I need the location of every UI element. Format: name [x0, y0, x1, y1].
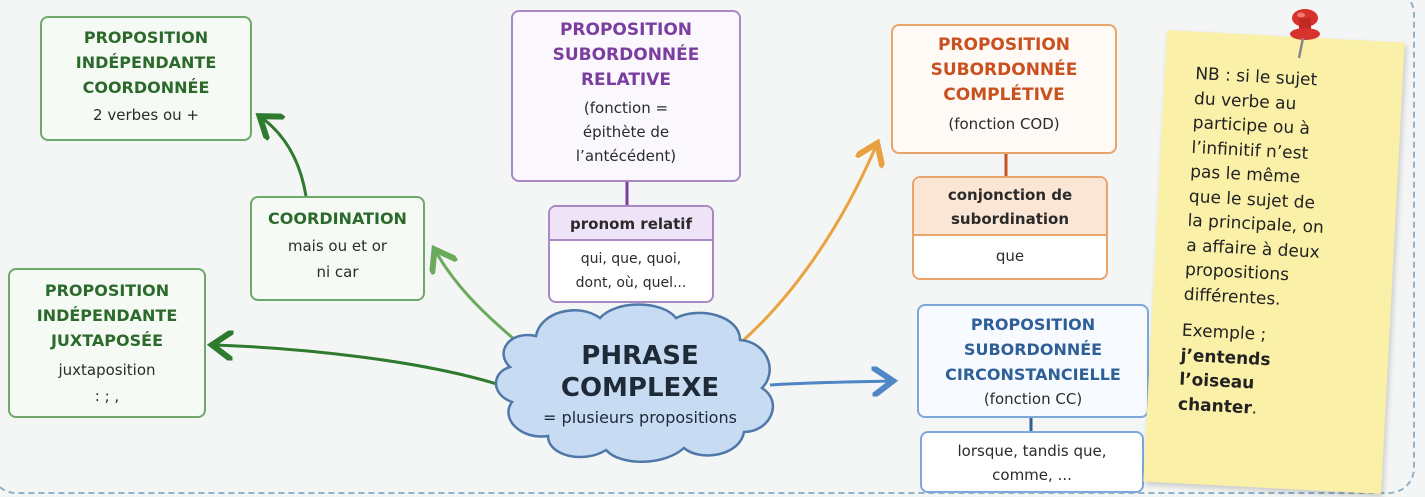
arrow-to-circonstancielle	[769, 381, 890, 385]
coordination-box: COORDINATION mais ou et or ni car	[250, 196, 425, 301]
circonstancielle-link-values: lorsque, tandis que, comme, ...	[957, 442, 1107, 484]
relative-link-label: pronom relatif	[550, 207, 712, 241]
coordonnee-title: PROPOSITION INDÉPENDANTE COORDONNÉE	[75, 28, 217, 97]
relative-link-values: qui, que, quoi, dont, où, quel...	[575, 251, 687, 291]
juxtaposee-box: PROPOSITION INDÉPENDANTE JUXTAPOSÉE juxt…	[8, 268, 206, 418]
coordonnee-detail: 2 verbes ou +	[93, 106, 199, 124]
center-title-line2: COMPLEXE	[560, 373, 720, 403]
circonstancielle-detail: (fonction CC)	[983, 390, 1083, 408]
circonstancielle-title: PROPOSITION SUBORDONNÉE CIRCONSTANCIELLE	[945, 315, 1121, 384]
circonstancielle-box: PROPOSITION SUBORDONNÉE CIRCONSTANCIELLE…	[917, 304, 1149, 418]
coordination-title: COORDINATION	[268, 209, 407, 228]
arrow-to-coordonnee	[262, 118, 308, 197]
center-node: PHRASE COMPLEXE = plusieurs propositions	[520, 340, 760, 432]
push-pin-icon	[1290, 9, 1320, 59]
note-example: j’entends l’oiseau chanter.	[1177, 343, 1371, 426]
note-text: NB : si le sujet du verbe au participe o…	[1177, 62, 1385, 426]
relative-link-box: pronom relatif qui, que, quoi, dont, où,…	[548, 205, 714, 303]
juxtaposee-detail: juxtaposition : ; ,	[58, 361, 156, 405]
completive-link-values: que	[995, 247, 1025, 265]
relative-box: PROPOSITION SUBORDONNÉE RELATIVE (foncti…	[511, 10, 741, 182]
circonstancielle-link-box: lorsque, tandis que, comme, ...	[920, 431, 1144, 493]
center-title-line1: PHRASE	[581, 341, 699, 371]
completive-detail: (fonction COD)	[948, 115, 1060, 133]
arrow-to-coordination	[436, 252, 516, 342]
note-example-end: .	[1251, 397, 1258, 419]
arrow-to-completive	[737, 146, 876, 347]
center-subtitle: = plusieurs propositions	[543, 408, 737, 427]
coordination-detail: mais ou et or ni car	[287, 237, 388, 281]
relative-detail: (fonction = épithète de l’antécédent)	[575, 99, 677, 165]
coordonnee-box: PROPOSITION INDÉPENDANTE COORDONNÉE 2 ve…	[40, 16, 252, 141]
completive-link-label: conjonction de subordination	[914, 178, 1106, 236]
completive-title: PROPOSITION SUBORDONNÉE COMPLÉTIVE	[930, 35, 1078, 105]
arrow-to-juxtaposee	[215, 345, 501, 387]
juxtaposee-title: PROPOSITION INDÉPENDANTE JUXTAPOSÉE	[36, 281, 178, 350]
cloud-shape	[494, 303, 774, 463]
completive-box: PROPOSITION SUBORDONNÉE COMPLÉTIVE (fonc…	[891, 24, 1117, 154]
completive-link-box: conjonction de subordination que	[912, 176, 1108, 280]
relative-title: PROPOSITION SUBORDONNÉE RELATIVE	[552, 20, 700, 90]
